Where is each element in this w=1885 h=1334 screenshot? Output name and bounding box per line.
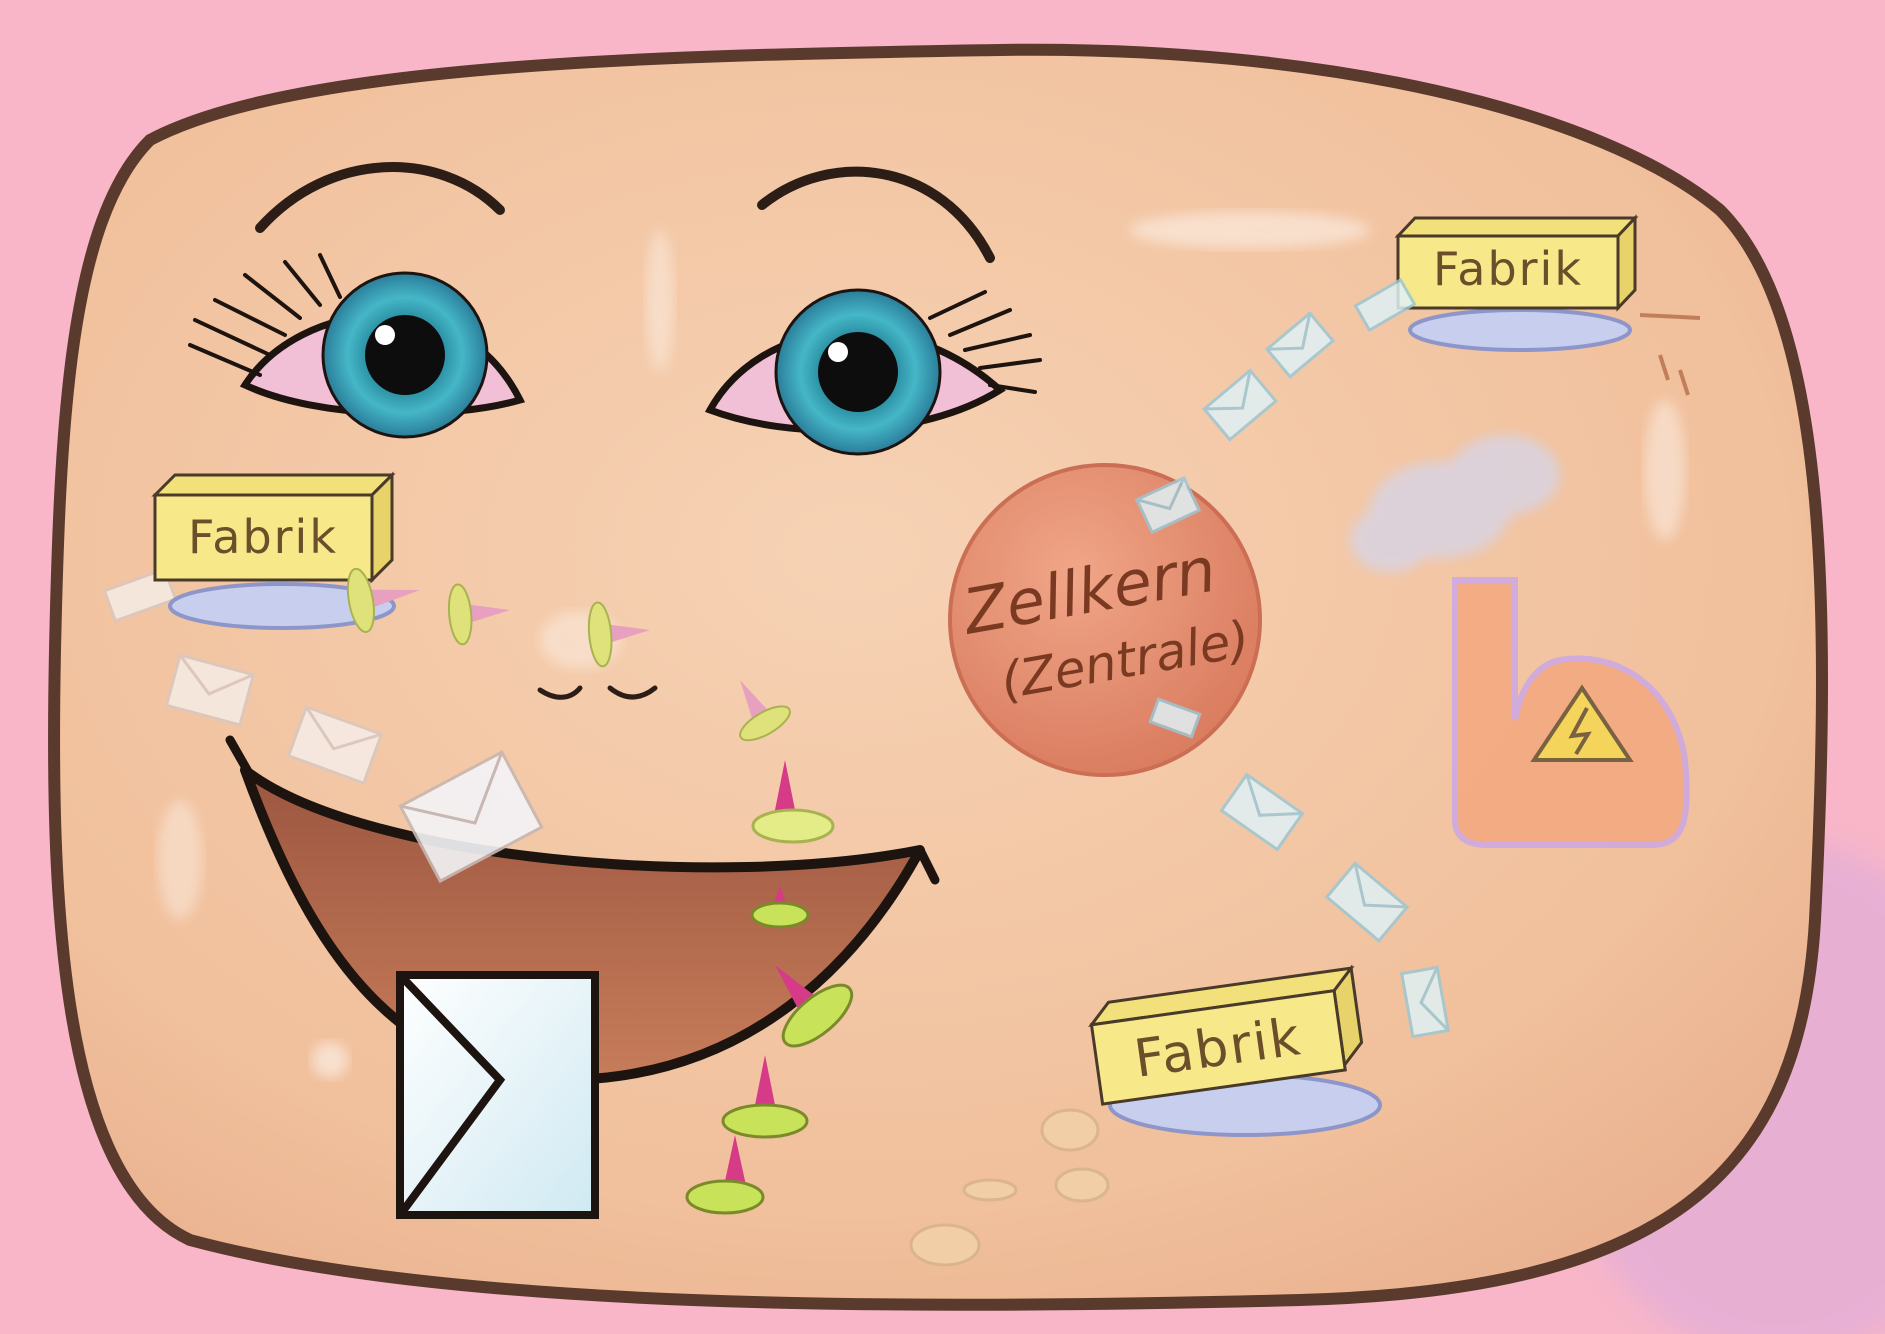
large-envelope-icon [400,975,595,1215]
factory-top-right: Fabrik [1398,218,1635,350]
factory-top-right-label: Fabrik [1433,242,1583,296]
nucleus: Zellkern (Zentrale) [950,465,1260,775]
factory-left-label: Fabrik [188,510,338,564]
